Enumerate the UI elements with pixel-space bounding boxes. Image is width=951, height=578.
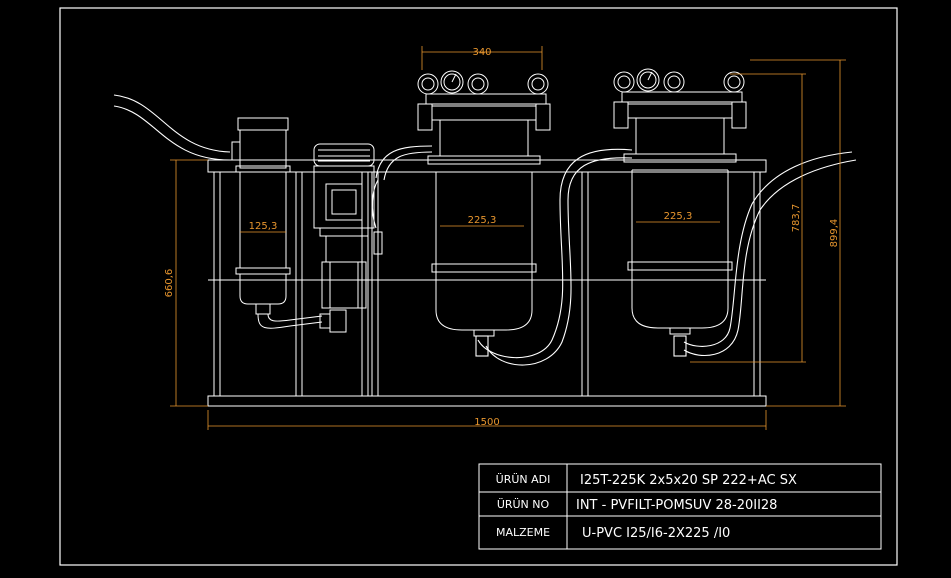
dim-housing-center-width: 225,3 <box>468 215 497 226</box>
title-value-material: U-PVC I25/I6-2X225 /I0 <box>582 526 730 541</box>
pipe-cartridge-pump <box>257 309 347 333</box>
cartridge-filter-left <box>231 117 291 315</box>
title-label-product-no: ÜRÜN NO <box>497 498 550 511</box>
inlet-hose <box>113 94 231 161</box>
title-block <box>478 463 882 550</box>
title-value-product-no: INT - PVFILT-POMSUV 28-20II28 <box>576 498 777 513</box>
dimension-lines <box>170 46 846 430</box>
dim-frame-right-height: 783,7 <box>791 204 802 233</box>
filter-housing-right <box>613 68 747 335</box>
pump-motor <box>313 143 383 309</box>
dim-filter-top-width: 340 <box>472 47 491 58</box>
sheet-border <box>59 7 898 566</box>
title-value-product-name: I25T-225K 2x5x20 SP 222+AC SX <box>580 473 797 488</box>
frame <box>207 159 767 407</box>
hose-center-to-right <box>475 148 633 366</box>
outlet-hose <box>673 151 857 357</box>
hose-pump-to-filter <box>371 145 433 229</box>
dim-overall-height: 899,4 <box>829 219 840 248</box>
dim-housing-right-width: 225,3 <box>664 211 693 222</box>
dim-frame-left-height: 660,6 <box>164 269 175 298</box>
title-label-material: MALZEME <box>496 526 550 539</box>
filter-housing-center <box>417 70 551 337</box>
dim-cartridge-width: 125,3 <box>249 221 278 232</box>
title-label-product-name: ÜRÜN ADI <box>496 473 551 486</box>
dim-overall-width: 1500 <box>474 417 499 428</box>
